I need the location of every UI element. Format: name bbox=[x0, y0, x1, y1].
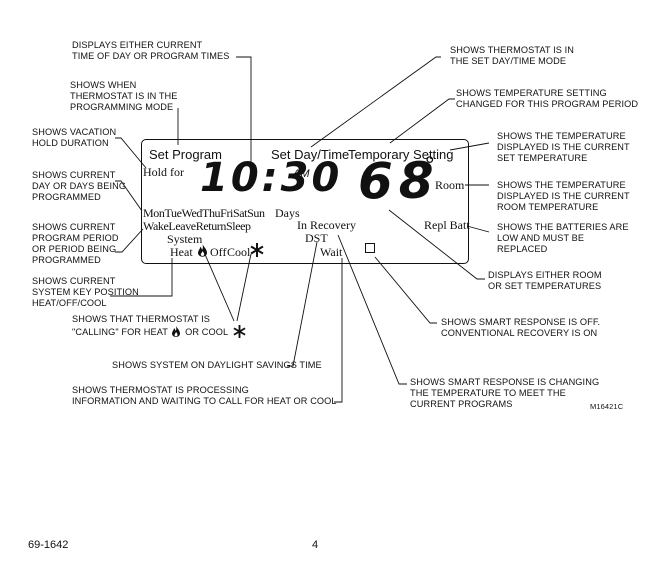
lcd-period-return: Return bbox=[195, 219, 227, 233]
lcd-time: 10:30 bbox=[200, 155, 343, 201]
lcd-heat: Heat bbox=[170, 245, 193, 259]
lcd-display bbox=[141, 139, 469, 264]
lcd-day-tue: Tue bbox=[164, 206, 182, 220]
doc-number: 69-1642 bbox=[28, 539, 69, 551]
lcd-set-program: Set Program bbox=[149, 147, 222, 162]
figure-code: M16421C bbox=[590, 402, 624, 411]
lcd-dst: DST bbox=[305, 231, 328, 245]
lcd-period-leave: Leave bbox=[168, 219, 196, 233]
lcd-days-label: Days bbox=[275, 206, 300, 220]
lcd-off: Off bbox=[210, 245, 227, 259]
lcd-periods-row: WakeLeaveReturnSleep bbox=[143, 219, 251, 234]
lcd-temporary-setting: Temporary Setting bbox=[348, 147, 454, 162]
lcd-day-mon: Mon bbox=[143, 206, 165, 220]
lcd-temperature: 68 bbox=[358, 152, 440, 210]
snowflake-icon bbox=[232, 325, 246, 338]
callout-smart-off: SHOWS SMART RESPONSE IS OFF.CONVENTIONAL… bbox=[441, 317, 601, 338]
lcd-set-day-time: Set Day/Time bbox=[271, 147, 350, 162]
page-number: 4 bbox=[312, 539, 319, 551]
lcd-degree: ° bbox=[425, 152, 435, 179]
lcd-flame-icon bbox=[198, 244, 207, 257]
lcd-snowflake-icon bbox=[250, 243, 264, 257]
lcd-repl-batt: Repl Batt bbox=[424, 218, 470, 232]
lcd-day-thu: Thu bbox=[202, 206, 221, 220]
lcd-system: System bbox=[167, 232, 203, 246]
lcd-day-fri: Fri bbox=[220, 206, 233, 220]
lcd-in-recovery: In Recovery bbox=[297, 218, 356, 232]
callout-dst: SHOWS SYSTEM ON DAYLIGHT SAVINGS TIME bbox=[112, 360, 322, 370]
lcd-day-sun: Sun bbox=[247, 206, 265, 220]
flame-icon bbox=[172, 326, 181, 337]
lcd-am: AM bbox=[293, 168, 310, 180]
lcd-period-sleep: Sleep bbox=[226, 219, 251, 233]
lcd-period-wake: Wake bbox=[143, 219, 169, 233]
lcd-days-row: MonTueWedThuFriSatSun bbox=[143, 206, 265, 221]
lcd-day-sat: Sat bbox=[232, 206, 248, 220]
square-indicator-icon bbox=[365, 243, 375, 253]
lcd-hold-for: Hold for bbox=[143, 165, 184, 179]
callout-calling: SHOWS THAT THERMOSTAT IS "CALLING" FOR H… bbox=[72, 314, 246, 338]
lcd-room: Room bbox=[435, 178, 465, 192]
lcd-day-wed: Wed bbox=[181, 206, 203, 220]
lcd-wait: Wait bbox=[320, 245, 343, 259]
lcd-cool: Cool bbox=[227, 245, 251, 259]
